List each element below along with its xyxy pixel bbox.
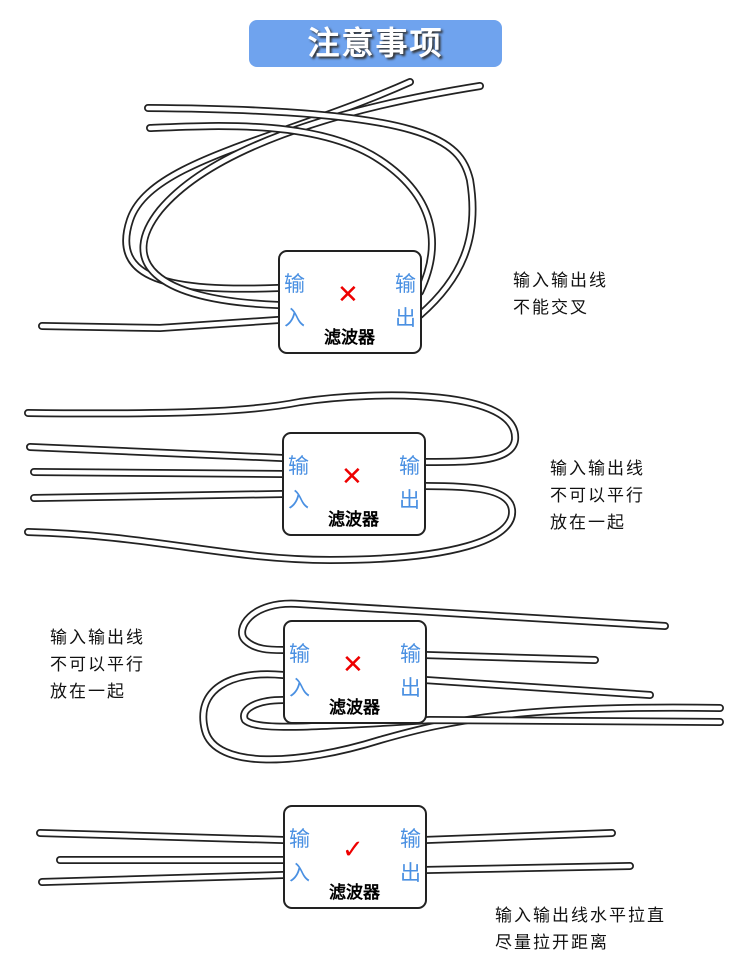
- input-label: 输: [284, 272, 305, 296]
- wire: [422, 863, 633, 873]
- filter-box: 输 入 输 出 ✕ 滤波器: [283, 620, 427, 724]
- filter-box: 输 入 输 出 ✕ 滤波器: [282, 432, 426, 536]
- note: 输入输出线不可以平行放在一起: [550, 456, 645, 537]
- wire: [141, 83, 483, 308]
- wire: [25, 393, 518, 465]
- wire: [422, 677, 653, 698]
- input-label: 入: [289, 861, 310, 885]
- note-line: 尽量拉开距离: [495, 933, 609, 953]
- wire: [39, 317, 281, 331]
- input-label: 入: [289, 676, 310, 700]
- note-line: 输入输出线: [50, 628, 145, 648]
- note-line: 输入输出线: [550, 459, 645, 479]
- note: 输入输出线不可以平行放在一起: [50, 625, 145, 706]
- filter-box: 输 入 输 出 ✕ 滤波器: [278, 250, 422, 354]
- wire: [239, 601, 668, 653]
- wire: [31, 491, 285, 501]
- wire: [31, 469, 285, 477]
- note-line: 不能交叉: [513, 298, 589, 318]
- filter-label: 滤波器: [329, 883, 380, 903]
- output-label: 出: [395, 306, 416, 330]
- cross-icon: ✕: [337, 280, 359, 310]
- page-title: 注意事项: [249, 20, 502, 67]
- wire: [25, 483, 515, 563]
- input-label: 入: [288, 488, 309, 512]
- input-label: 输: [289, 642, 310, 666]
- note-line: 放在一起: [550, 513, 626, 533]
- note-line: 不可以平行: [50, 655, 145, 675]
- wire: [422, 652, 598, 663]
- wire: [422, 830, 615, 843]
- wire: [201, 672, 723, 762]
- wire: [39, 872, 286, 885]
- note: 输入输出线不能交叉: [513, 268, 608, 322]
- note-line: 输入输出线: [513, 271, 608, 291]
- wire: [145, 105, 475, 318]
- check-icon: ✓: [342, 835, 364, 865]
- output-label: 输: [395, 272, 416, 296]
- output-label: 输: [400, 827, 421, 851]
- note: 输入输出线水平拉直尽量拉开距离: [495, 903, 666, 957]
- wire: [37, 830, 286, 843]
- output-label: 输: [400, 642, 421, 666]
- filter-box: 输 入 输 出 ✓ 滤波器: [283, 805, 427, 909]
- input-label: 入: [284, 306, 305, 330]
- filter-label: 滤波器: [328, 510, 379, 530]
- filter-label: 滤波器: [324, 328, 375, 348]
- note-line: 输入输出线水平拉直: [495, 906, 666, 926]
- input-label: 输: [288, 454, 309, 478]
- wire: [27, 444, 285, 461]
- filter-label: 滤波器: [329, 698, 380, 718]
- output-label: 输: [399, 454, 420, 478]
- cross-icon: ✕: [341, 462, 363, 492]
- cross-icon: ✕: [342, 650, 364, 680]
- output-label: 出: [400, 676, 421, 700]
- wire: [147, 123, 435, 295]
- note-line: 不可以平行: [550, 486, 645, 506]
- output-label: 出: [400, 861, 421, 885]
- input-label: 输: [289, 827, 310, 851]
- note-line: 放在一起: [50, 682, 126, 702]
- output-label: 出: [399, 488, 420, 512]
